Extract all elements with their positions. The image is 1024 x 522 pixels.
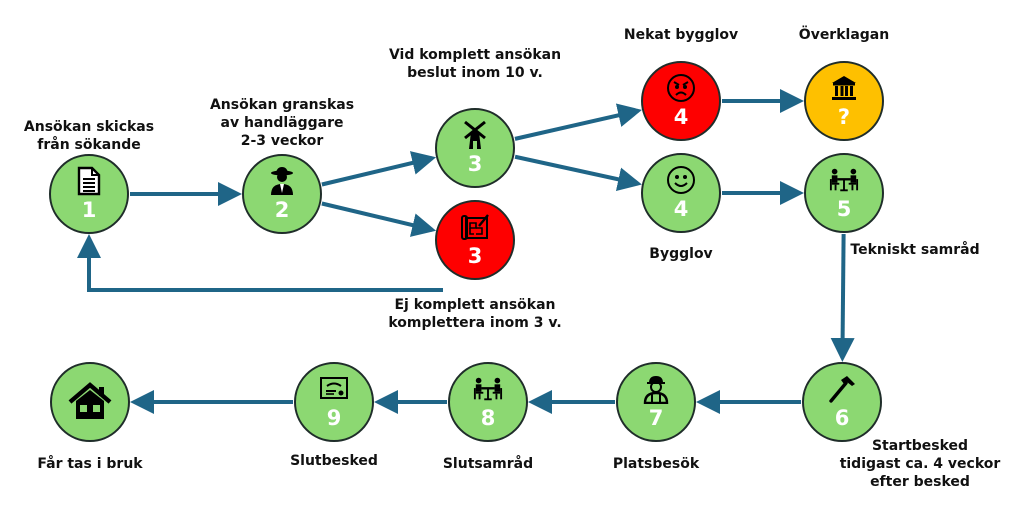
- step-number: 2: [274, 198, 290, 222]
- step-label-n3r: Ej komplett ansökan komplettera inom 3 v.: [388, 296, 561, 332]
- step-node-n4g: 4: [641, 153, 721, 233]
- label-line: Tekniskt samråd: [850, 242, 980, 258]
- agent-icon: [267, 166, 297, 196]
- step-number: 5: [836, 197, 852, 221]
- house-icon: [68, 382, 112, 422]
- step-number: 7: [648, 406, 664, 430]
- step-node-n5: 5: [804, 153, 884, 233]
- step-number: ?: [837, 105, 851, 129]
- label-line: av handläggare: [220, 115, 344, 131]
- step-number: 4: [673, 105, 689, 129]
- step-label-n8: Slutsamråd: [443, 455, 533, 473]
- step-node-nq: ?: [804, 61, 884, 141]
- arrow-n3-to-n4g: [514, 154, 642, 192]
- label-line: Nekat bygglov: [623, 27, 739, 43]
- arrow-n3-to-n4r: [514, 103, 643, 141]
- step-label-n7: Platsbesök: [613, 455, 699, 473]
- windmill-icon: [460, 120, 490, 150]
- label-line: Ej komplett ansökan: [394, 297, 556, 313]
- worker-icon: [641, 374, 671, 404]
- step-number: 6: [834, 406, 850, 430]
- step-node-n9: 9: [294, 362, 374, 442]
- step-number: 1: [81, 198, 97, 222]
- step-label-nh: Får tas i bruk: [37, 455, 142, 473]
- courthouse-icon: [829, 73, 859, 103]
- angry-face-icon: [666, 73, 696, 103]
- label-line: från sökande: [37, 137, 141, 153]
- label-line: Startbesked: [871, 438, 969, 454]
- arrow-n2-to-n3r: [321, 201, 437, 237]
- step-number: 9: [326, 406, 342, 430]
- step-label-n6: Startbesked tidigast ca. 4 veckor efter be…: [840, 437, 1001, 491]
- label-line: komplettera inom 3 v.: [388, 315, 562, 331]
- step-label-n2: Ansökan granskas av handläggare 2-3 veckor: [210, 96, 354, 150]
- step-label-n3: Vid komplett ansökan beslut inom 10 v.: [389, 46, 561, 82]
- step-node-n6: 6: [802, 362, 882, 442]
- label-line: 2-3 veckor: [240, 133, 324, 149]
- arrow-n5-to-n6: [830, 233, 855, 363]
- step-label-n4r: Nekat bygglov: [624, 26, 738, 44]
- step-number: 3: [467, 244, 483, 268]
- step-number: 8: [480, 406, 496, 430]
- smiley-icon: [666, 165, 696, 195]
- label-line: Får tas i bruk: [37, 456, 143, 472]
- step-number: 4: [673, 197, 689, 221]
- step-node-n8: 8: [448, 362, 528, 442]
- step-label-nq: Överklagan: [799, 26, 889, 44]
- arrow-n3r-to-n1: [77, 234, 443, 292]
- label-line: Slutbesked: [290, 453, 378, 469]
- step-node-n2: 2: [242, 154, 322, 234]
- step-node-nh: [50, 362, 130, 442]
- meeting-icon: [829, 165, 859, 195]
- step-label-n9: Slutbesked: [290, 452, 378, 470]
- step-node-n3r: 3: [435, 200, 515, 280]
- step-number: 3: [467, 152, 483, 176]
- step-node-n3: 3: [435, 108, 515, 188]
- step-label-n4g: Bygglov: [649, 245, 712, 263]
- label-line: beslut inom 10 v.: [407, 65, 543, 81]
- step-label-n5: Tekniskt samråd: [850, 241, 979, 259]
- document-icon: [74, 166, 104, 196]
- certificate-icon: [319, 374, 349, 404]
- label-line: Överklagan: [798, 27, 890, 43]
- label-line: Platsbesök: [612, 456, 700, 472]
- step-node-n4r: 4: [641, 61, 721, 141]
- blueprint-icon: [460, 212, 490, 242]
- label-line: tidigast ca. 4 veckor: [839, 456, 1001, 472]
- step-label-n1: Ansökan skickas från sökande: [24, 118, 154, 154]
- step-node-n1: 1: [49, 154, 129, 234]
- meeting-icon: [473, 374, 503, 404]
- step-node-n7: 7: [616, 362, 696, 442]
- label-line: Ansökan granskas: [209, 97, 355, 113]
- label-line: efter besked: [870, 474, 970, 490]
- label-line: Bygglov: [649, 246, 713, 262]
- arrow-n2-to-n3: [321, 151, 437, 187]
- label-line: Vid komplett ansökan: [388, 47, 562, 63]
- hammer-icon: [827, 374, 857, 404]
- label-line: Ansökan skickas: [23, 119, 155, 135]
- label-line: Slutsamråd: [442, 456, 534, 472]
